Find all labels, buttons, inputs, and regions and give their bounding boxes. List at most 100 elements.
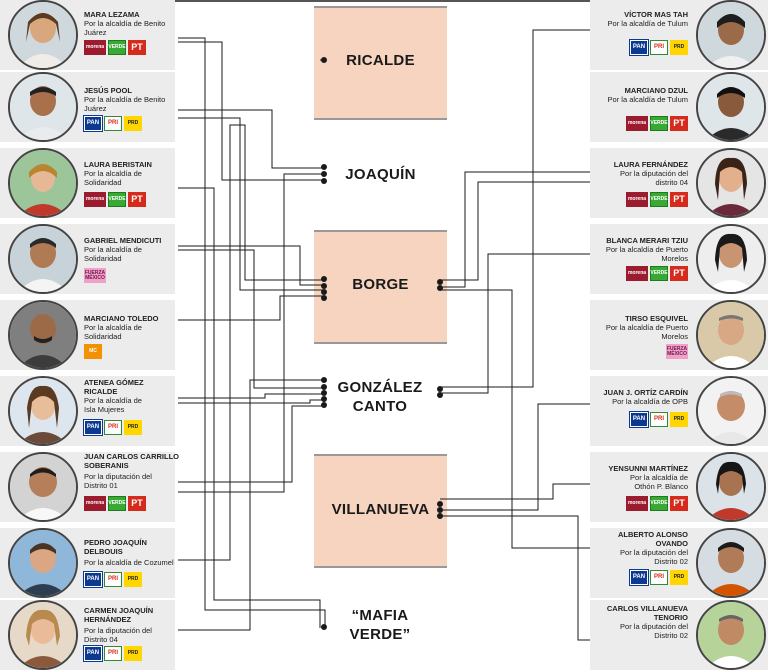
candidate-race: Por la alcaldía de Othón P. Blanco	[630, 473, 688, 491]
portrait-avatar	[696, 0, 766, 70]
candidate-race: Por la alcaldía de Tulum	[607, 95, 688, 104]
candidate-race: Por la alcaldía de OPB	[612, 397, 688, 406]
left-card-1: MARA LEZAMA Por la alcaldía de Benito Ju…	[0, 0, 175, 71]
candidate-name: LAURA BERISTAIN	[84, 160, 152, 169]
left-card-7: JUAN CARLOS CARRILLO SOBERANIS Por la di…	[0, 452, 179, 523]
pt-logo: PT	[128, 496, 146, 511]
pri-logo: PRI	[650, 412, 668, 427]
candidate-race: Por la alcaldía de Benito Juárez	[84, 19, 166, 37]
group-label-borge: BORGE	[352, 276, 409, 293]
top-rule	[0, 0, 768, 2]
pes-logo: FUERZA MÉXICO	[666, 344, 688, 359]
party-logos: PAN PRI PRD	[629, 39, 688, 56]
candidate-name: CARMEN JOAQUÍN HERNÁNDEZ	[84, 606, 154, 624]
right-card-7: YENSUNNI MARTÍNEZ Por la alcaldía de Oth…	[590, 452, 768, 523]
candidate-name: CARLOS VILLANUEVA TENORIO	[606, 604, 688, 622]
candidate-race: Por la diputación del Distrito 01	[84, 472, 152, 490]
candidate-name: GABRIEL MENDICUTI	[84, 236, 162, 245]
portrait-avatar	[8, 528, 78, 598]
group-label-joaquin: JOAQUÍN	[345, 166, 416, 183]
candidate-name: JUAN CARLOS CARRILLO SOBERANIS	[84, 452, 179, 470]
pri-logo: PRI	[104, 646, 122, 661]
group-label-gonzalez-canto: GONZÁLEZ CANTO	[337, 379, 423, 415]
left-card-2: JESÚS POOL Por la alcaldía de Benito Juá…	[0, 72, 175, 143]
group-block-villanueva	[314, 454, 447, 568]
right-card-6: JUAN J. ORTÍZ CARDÍN Por la alcaldía de …	[590, 376, 768, 447]
prd-logo: PRD	[124, 420, 142, 435]
candidate-name: ALBERTO ALONSO OVANDO	[617, 530, 688, 548]
candidate-race: Por la diputación del distrito 04	[620, 169, 688, 187]
pan-logo: PAN	[83, 645, 103, 662]
group-label-ricalde: RICALDE	[346, 52, 415, 69]
group-block-borge	[314, 230, 447, 344]
morena-logo: morena	[84, 496, 106, 511]
party-logos: FUERZA MÉXICO	[666, 344, 688, 359]
party-logos: PAN PRI PRD	[83, 645, 142, 662]
pan-logo: PAN	[629, 39, 649, 56]
prd-logo: PRD	[670, 412, 688, 427]
pt-logo: PT	[670, 496, 688, 511]
right-card-3: LAURA FERNÁNDEZ Por la diputación del di…	[590, 148, 768, 219]
morena-logo: morena	[626, 116, 648, 131]
portrait-avatar	[696, 148, 766, 218]
pri-logo: PRI	[650, 570, 668, 585]
morena-logo: morena	[626, 192, 648, 207]
candidate-name: TIRSO ESQUIVEL	[625, 314, 688, 323]
portrait-avatar	[696, 300, 766, 370]
group-label-mafia-verde: “MAFIA VERDE”	[349, 607, 411, 643]
pri-logo: PRI	[104, 572, 122, 587]
left-card-3: LAURA BERISTAIN Por la alcaldía de Solid…	[0, 148, 175, 219]
candidate-name: JUAN J. ORTÍZ CARDÍN	[603, 388, 688, 397]
candidate-name: MARCIANO DZUL	[624, 86, 688, 95]
verde-logo: VERDE	[650, 496, 668, 511]
portrait-avatar	[8, 72, 78, 142]
portrait-avatar	[8, 376, 78, 446]
party-logos: PAN PRI PRD	[629, 569, 688, 586]
party-logos: morena VERDE PT	[84, 192, 146, 207]
candidate-race: Por la alcaldía de Solidaridad	[84, 323, 142, 341]
verde-logo: VERDE	[108, 40, 126, 55]
morena-logo: morena	[84, 192, 106, 207]
candidate-race: Por la alcaldía de Tulum	[607, 19, 688, 28]
right-card-5: TIRSO ESQUIVEL Por la alcaldía de Puerto…	[590, 300, 768, 371]
left-card-8: PEDRO JOAQUÍN DELBOUIS Por la alcaldía d…	[0, 528, 175, 599]
left-card-6: ATENEA GÓMEZ RICALDE Por la alcaldía de …	[0, 376, 175, 447]
group-block-ricalde	[314, 6, 447, 120]
group-label-villanueva: VILLANUEVA	[331, 501, 430, 518]
prd-logo: PRD	[124, 572, 142, 587]
party-logos: FUERZA MÉXICO	[84, 268, 106, 283]
right-card-9: CARLOS VILLANUEVA TENORIO Por la diputac…	[590, 600, 768, 671]
candidate-name: MARCIANO TOLEDO	[84, 314, 159, 323]
morena-logo: morena	[84, 40, 106, 55]
portrait-avatar	[696, 224, 766, 294]
right-card-1: VÍCTOR MAS TAH Por la alcaldía de Tulum …	[590, 0, 768, 71]
party-logos: PAN PRI PRD	[83, 419, 142, 436]
candidate-name: JESÚS POOL	[84, 86, 132, 95]
prd-logo: PRD	[670, 570, 688, 585]
party-logos: MC	[84, 344, 102, 359]
pri-logo: PRI	[650, 40, 668, 55]
pan-logo: PAN	[83, 419, 103, 436]
portrait-avatar	[8, 300, 78, 370]
prd-logo: PRD	[670, 40, 688, 55]
pes-logo: FUERZA MÉXICO	[84, 268, 106, 283]
verde-logo: VERDE	[650, 116, 668, 131]
pan-logo: PAN	[629, 569, 649, 586]
morena-logo: morena	[626, 496, 648, 511]
party-logos: morena VERDE PT	[626, 192, 688, 207]
verde-logo: VERDE	[650, 266, 668, 281]
pt-logo: PT	[128, 192, 146, 207]
portrait-avatar	[696, 452, 766, 522]
pri-logo: PRI	[104, 420, 122, 435]
pt-logo: PT	[670, 192, 688, 207]
candidate-race: Por la alcaldía de Puerto Morelos	[605, 323, 688, 341]
candidate-name: VÍCTOR MAS TAH	[624, 10, 688, 19]
party-logos: morena VERDE PT	[84, 496, 146, 511]
candidate-race: Por la alcaldía de Solidaridad	[84, 169, 142, 187]
pan-logo: PAN	[83, 571, 103, 588]
candidate-name: PEDRO JOAQUÍN DELBOUIS	[84, 538, 147, 556]
morena-logo: morena	[626, 266, 648, 281]
candidate-name: BLANCA MERARI TZIU	[606, 236, 688, 245]
prd-logo: PRD	[124, 116, 142, 131]
right-card-4: BLANCA MERARI TZIU Por la alcaldía de Pu…	[590, 224, 768, 295]
